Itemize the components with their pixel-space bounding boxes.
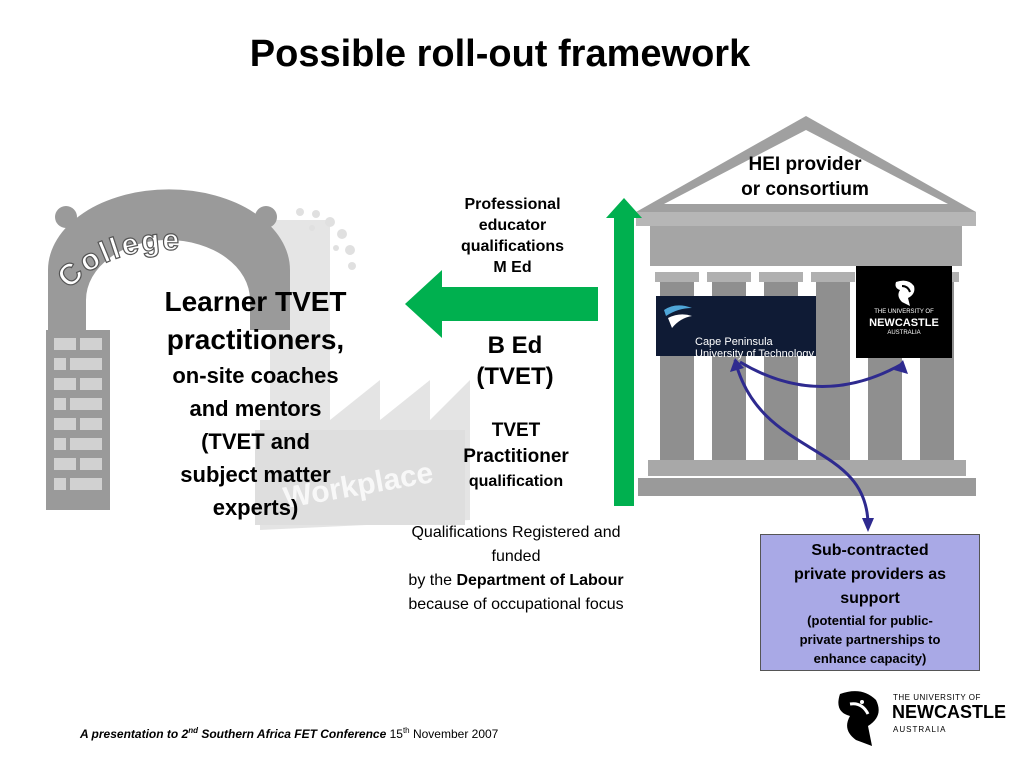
prof-line3: qualifications [460,238,565,255]
cput-wave-icon [664,305,692,328]
cput-line1: Cape Peninsula [695,336,773,348]
seahorse-icon [895,280,915,306]
learner-line1: Learner TVET [164,286,347,317]
prof-line1: Professional [464,196,561,213]
footer-date-suffix: November 2007 [409,727,499,741]
uon-logo-line2: NEWCASTLE [869,317,939,329]
tvet-line2: Practitioner [463,446,569,467]
cput-line2: University of Technology [695,348,815,360]
uon-footer-line3: AUSTRALIA [893,725,947,734]
green-left-arrow [405,270,598,338]
college-text-overlay: College [51,223,180,295]
uon-footer-line2: NEWCASTLE [892,702,1006,722]
footer-date-prefix: 15 [386,727,403,741]
hei-line2: or consortium [741,179,869,200]
uon-footer-logo: THE UNIVERSITY OF NEWCASTLE AUSTRALIA [826,686,1006,752]
tvet-line1: TVET [491,420,541,441]
prof-line2: educator [478,217,547,234]
qualifications-note: Qualifications Registered and funded by … [372,521,660,617]
qual-line4: because of occupational focus [408,596,624,613]
seahorse-footer-icon [838,691,879,746]
uon-logo-building: THE UNIVERSITY OF NEWCASTLE AUSTRALIA [856,266,952,358]
uon-footer-line1: THE UNIVERSITY OF [893,693,981,702]
learner-line7: experts) [212,495,299,520]
learner-line4: and mentors [189,396,322,421]
footer-sup2: th [402,726,410,735]
qual-line3-prefix: by the [408,572,457,589]
qual-line1: Qualifications Registered and [411,524,621,541]
learner-line5: (TVET and [201,429,310,454]
cput-logo: Cape Peninsula University of Technology [656,296,816,360]
bed-line1: B Ed [487,332,543,359]
footer-conference: Southern Africa FET Conference [198,727,387,741]
learner-practitioners-label: Learner TVET practitioners, on-site coac… [118,283,393,524]
tvet-practitioner-label: TVET Practitioner qualification [430,418,602,494]
purple-connectors [733,359,903,529]
qual-line3: by the Department of Labour [372,569,660,593]
footer-text: A presentation to 2nd Southern Africa FE… [80,726,498,741]
sub-line3: support [840,590,900,607]
uon-logo-line3: AUSTRALIA [887,330,921,336]
sub-line6: enhance capacity) [813,651,927,666]
hei-line1: HEI provider [748,154,862,175]
page-title: Possible roll-out framework [249,33,751,75]
prof-line4: M Ed [493,259,532,276]
footer-sup1: nd [188,726,199,735]
college-arch-graphic [46,189,290,510]
hei-provider-label: HEI provider or consortium [700,152,910,202]
tvet-line3: qualification [468,473,564,490]
footer-prefix: A presentation to 2 [80,727,189,741]
learner-line2: practitioners, [166,324,345,355]
subcontracted-providers-box: Sub-contracted private providers as supp… [760,534,980,671]
sub-line1: Sub-contracted [811,542,929,559]
sub-line2: private providers as [793,566,947,583]
green-up-arrow [606,198,642,506]
qual-line2: funded [491,548,541,565]
sub-line4: (potential for public- [807,613,933,628]
professional-qualifications-label: Professional educator qualifications M E… [430,194,595,278]
uon-logo-line1: THE UNIVERSITY OF [874,309,934,315]
learner-line3: on-site coaches [172,363,339,388]
bed-tvet-label: B Ed (TVET) [440,330,590,392]
learner-line6: subject matter [180,462,331,487]
qual-line3-bold: Department of Labour [456,572,624,589]
sub-line5: private partnerships to [799,632,941,647]
bed-line2: (TVET) [476,363,554,390]
